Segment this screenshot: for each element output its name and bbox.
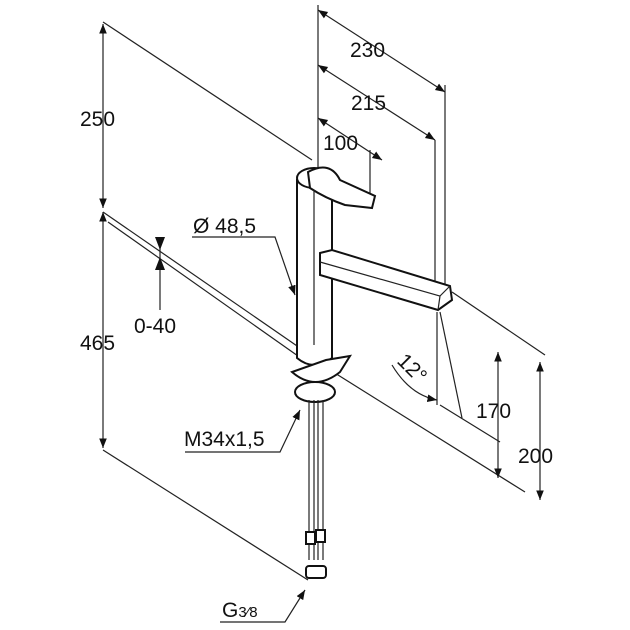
dim-deck-thickness: 0-40: [134, 315, 176, 338]
height-dimension-lines: [99, 21, 526, 581]
lever-handle: [306, 166, 377, 210]
dim-spout-height: 200: [518, 445, 553, 468]
spout: [319, 248, 454, 312]
leader-lines: [185, 236, 306, 623]
spout-height-dimension-lines: [391, 291, 546, 500]
dim-total-reach: 230: [350, 39, 385, 62]
dim-height-above-deck: 250: [80, 108, 115, 131]
dim-mounting-thread: M34x1,5: [184, 428, 265, 451]
dim-body-diameter: Ø 48,5: [193, 215, 256, 238]
dim-spout-reach: 215: [351, 92, 386, 115]
dim-spout-clearance: 170: [476, 400, 511, 423]
dim-spout-angle: 12°: [392, 349, 431, 388]
mounting-nut: [294, 381, 336, 403]
supply-hoses: [305, 400, 327, 579]
dim-connection-thread: G3⁄8: [222, 599, 258, 622]
dim-overall-height: 465: [80, 332, 115, 355]
mounting-plate: [290, 354, 353, 383]
dim-handle-reach: 100: [323, 132, 358, 155]
reach-dimension-lines: [317, 5, 446, 300]
faucet-body: [290, 166, 454, 403]
